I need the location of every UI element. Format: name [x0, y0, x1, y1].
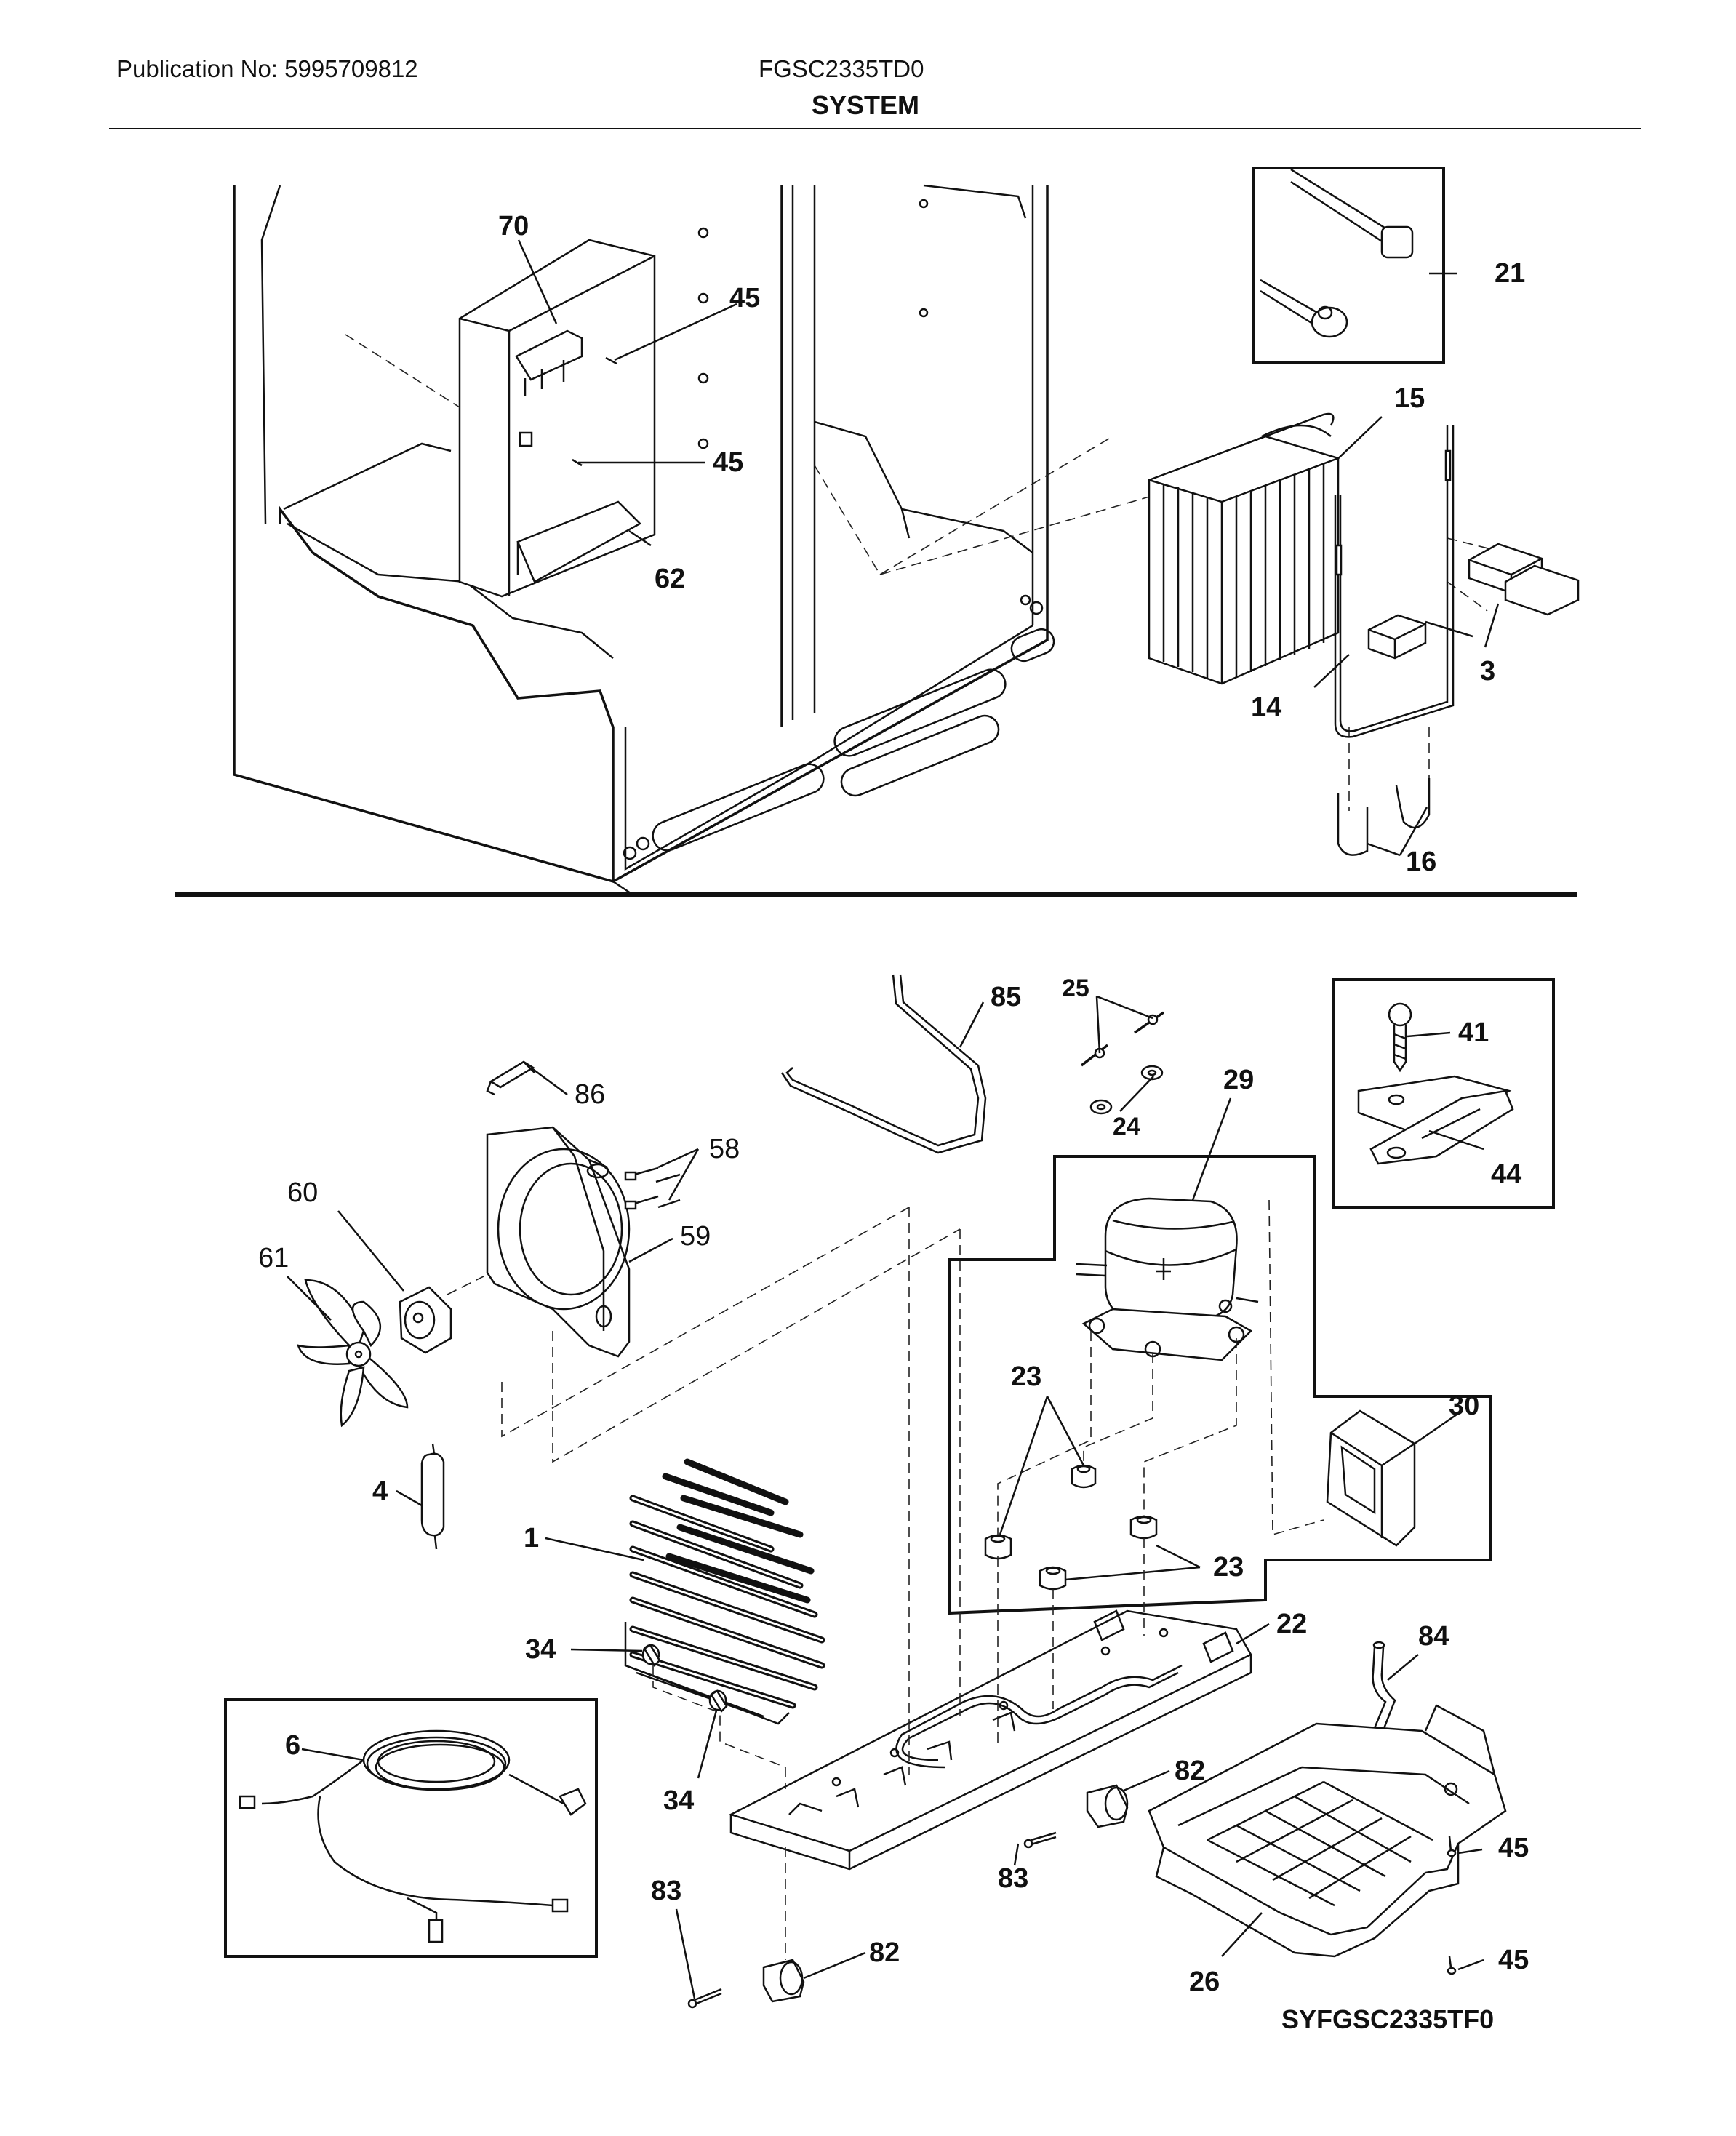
callout-1: 1: [524, 1523, 539, 1553]
relay-30: [1326, 1409, 1416, 1547]
section-separator: [175, 892, 1577, 897]
callout-60: 60: [287, 1177, 318, 1208]
callout-6: 6: [285, 1730, 300, 1761]
drawing-code: SYFGSC2335TF0: [1281, 2004, 1495, 2034]
cabinet-liner: [233, 184, 1055, 896]
callout-83: 83: [998, 1863, 1028, 1894]
callout-83: 83: [651, 1876, 681, 1906]
callout-23: 23: [1213, 1552, 1244, 1583]
callout-15: 15: [1394, 383, 1425, 414]
callout-21: 21: [1495, 258, 1525, 289]
callout-82: 82: [869, 1937, 900, 1968]
callout-45: 45: [1498, 1945, 1529, 1975]
callout-85: 85: [991, 982, 1021, 1012]
callout-45: 45: [1498, 1833, 1529, 1863]
section-title: SYSTEM: [812, 90, 920, 120]
callout-44: 44: [1491, 1159, 1521, 1190]
callout-16: 16: [1406, 847, 1436, 877]
evaporator-15: [1148, 412, 1340, 685]
inset-power-cord-6: [224, 1698, 598, 1958]
spacers-34: [641, 1644, 728, 1713]
grommets-23: [984, 1464, 1158, 1591]
callout-58: 58: [709, 1134, 740, 1164]
compressor-29: [1076, 1197, 1259, 1361]
heater-clamps-3: [1367, 543, 1580, 660]
publication-number: Publication No: 5995709812: [116, 55, 418, 82]
callout-61: 61: [258, 1243, 289, 1273]
grommets-25: [1080, 1011, 1165, 1067]
callout-41: 41: [1458, 1017, 1489, 1048]
fan-motor-60: [399, 1286, 452, 1354]
screws-45-lower: [1447, 1836, 1457, 1975]
screws-83: [687, 1831, 1057, 2009]
callout-84: 84: [1418, 1621, 1449, 1652]
callout-45: 45: [729, 283, 760, 313]
washers-24: [1089, 1065, 1164, 1115]
callout-30: 30: [1449, 1391, 1479, 1421]
lower-dashed-lines: [447, 1199, 1324, 1960]
screws-58: [624, 1167, 681, 1210]
inset-41-44: [1332, 978, 1555, 1209]
inset-21: [1252, 167, 1445, 364]
evaporator-cover-62: [458, 239, 656, 598]
callout-23: 23: [1011, 1361, 1041, 1392]
callout-62: 62: [655, 564, 685, 594]
base-pan-22: [728, 1609, 1252, 1871]
drain-pan-26: [1148, 1704, 1507, 1958]
callout-34: 34: [525, 1634, 556, 1665]
drier-4: [420, 1443, 445, 1550]
callout-34: 34: [663, 1785, 694, 1816]
fan-shroud-59: [486, 1126, 631, 1358]
callout-45: 45: [713, 447, 743, 478]
header-rule: [109, 128, 1641, 129]
callout-59: 59: [680, 1221, 711, 1252]
callout-86: 86: [575, 1079, 605, 1110]
condenser-1: [624, 1458, 825, 1725]
lower-leader-lines: [287, 995, 1484, 1999]
callout-24: 24: [1113, 1113, 1140, 1140]
upper-leader-lines: [517, 239, 1500, 857]
bracket-86: [486, 1060, 535, 1096]
callout-26: 26: [1189, 1967, 1220, 1997]
callout-29: 29: [1223, 1065, 1254, 1095]
feet-82: [762, 1784, 1129, 2003]
callout-25: 25: [1062, 975, 1089, 1002]
callout-4: 4: [372, 1476, 388, 1507]
callout-82: 82: [1175, 1756, 1205, 1786]
heater-clips-16: [1337, 778, 1431, 856]
callout-22: 22: [1276, 1609, 1307, 1639]
callout-labels: 70 45 45 62 21 15 3 14 16 85 25 86 29 41…: [258, 211, 1529, 1997]
callout-14: 14: [1251, 692, 1281, 723]
fan-blade-61: [297, 1279, 409, 1428]
callout-3: 3: [1480, 656, 1495, 687]
model-number: FGSC2335TD0: [759, 55, 924, 82]
compressor-group-outline: [948, 1155, 1492, 1615]
tube-85: [780, 974, 987, 1154]
callout-70: 70: [498, 211, 529, 241]
defrost-heater-14: [1334, 425, 1455, 738]
